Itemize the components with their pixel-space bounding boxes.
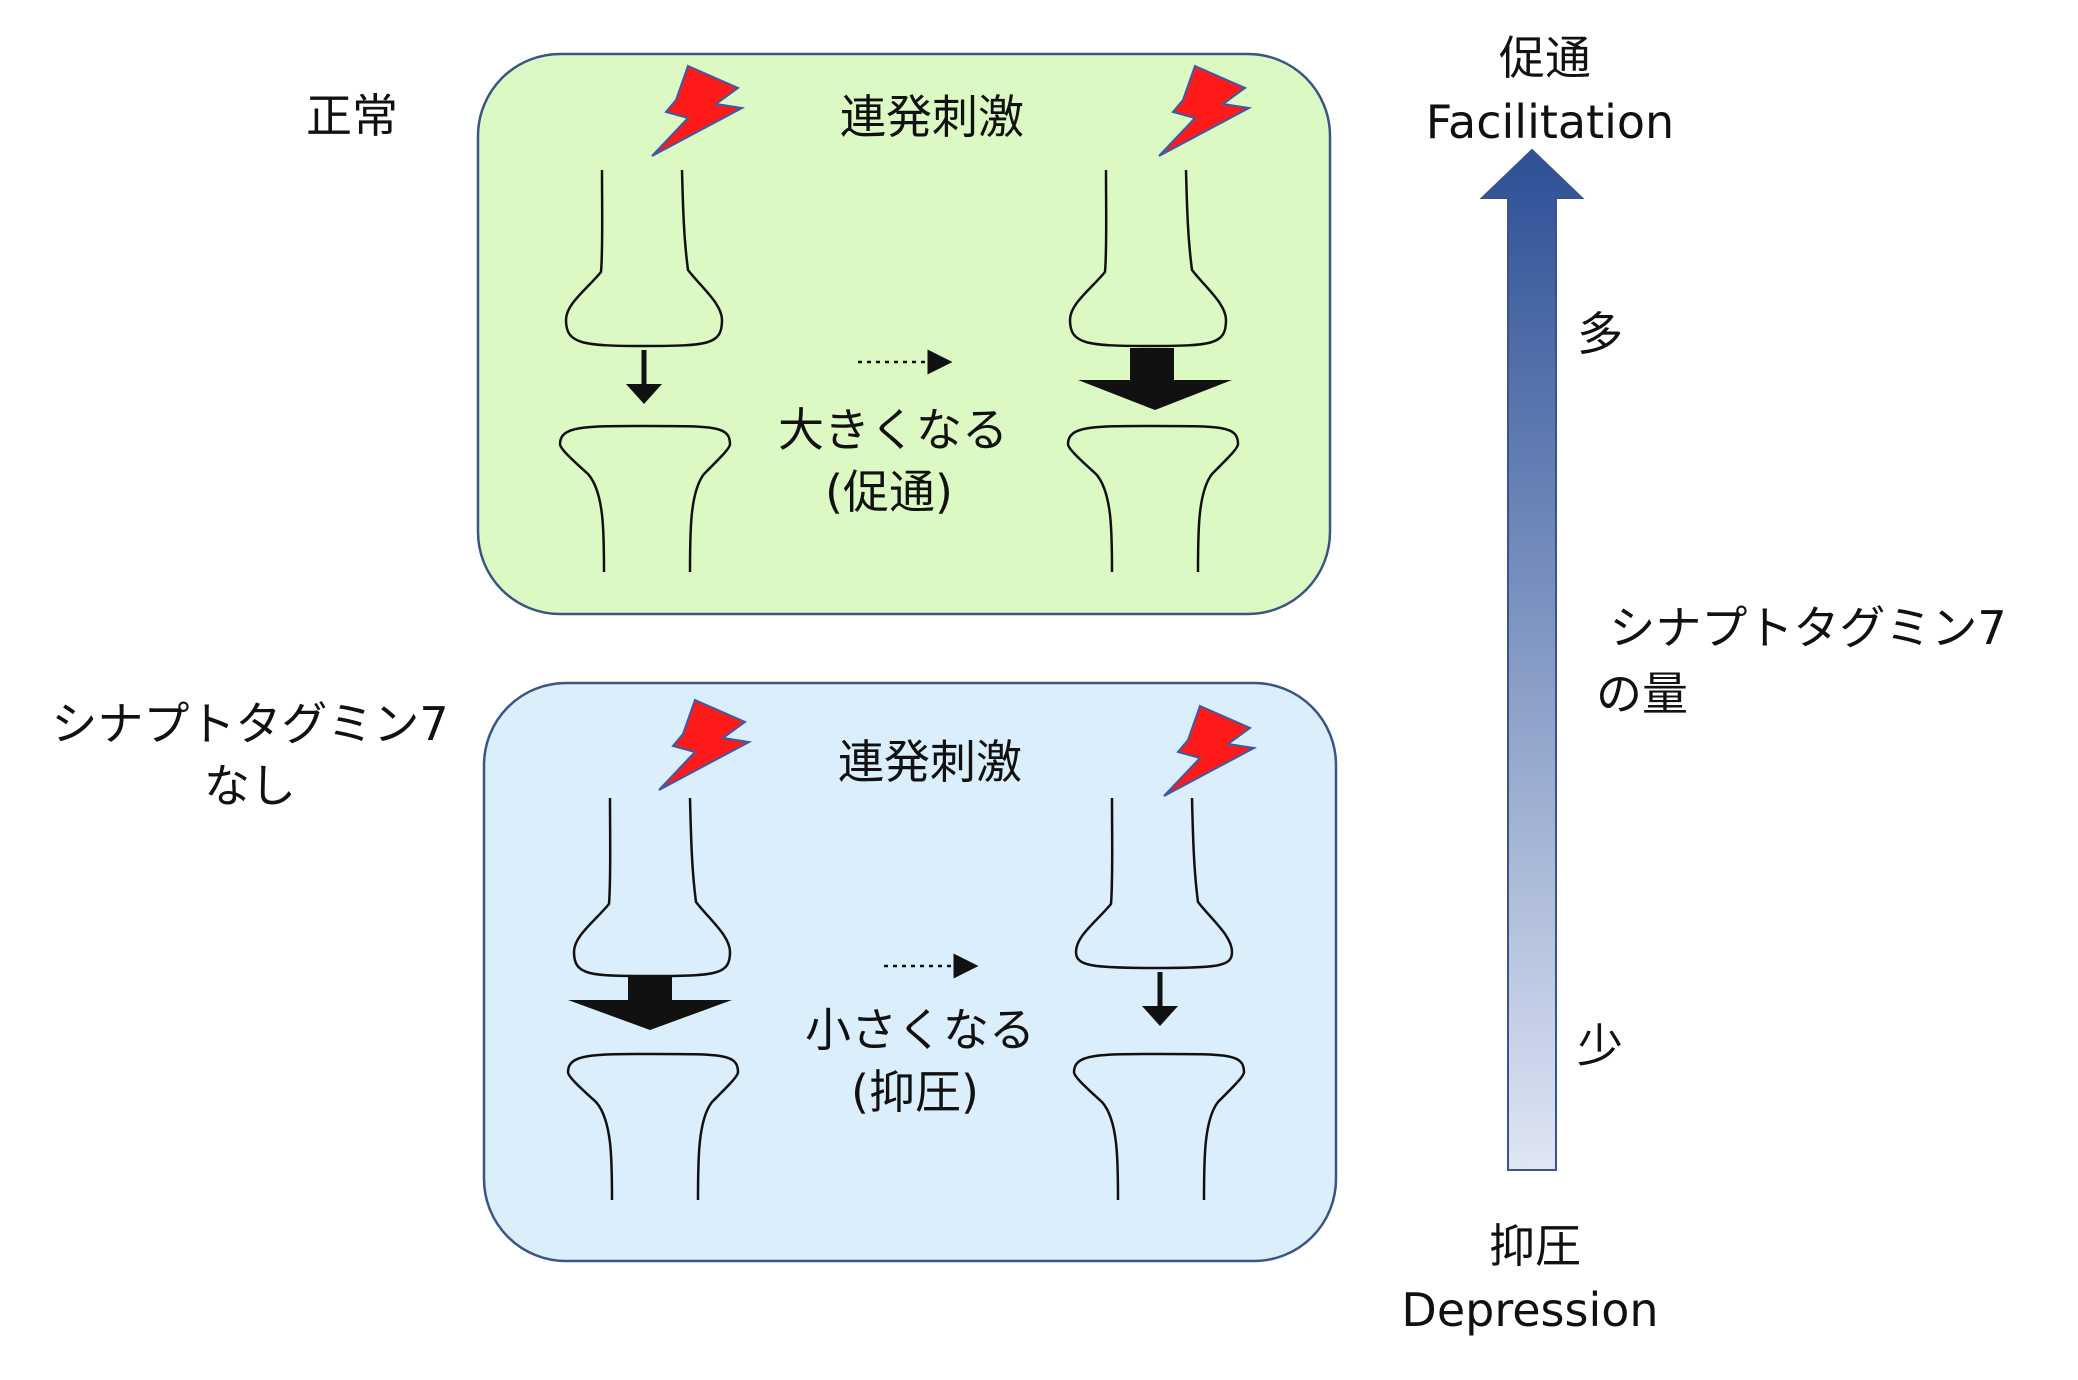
gradient-arrow xyxy=(1479,148,1585,1171)
lightning-bolt-icon xyxy=(658,698,753,791)
synaptotagmin-quantity-scale: 促通 Facilitation 多 シナプトタグミン7 の量 少 抑圧 Depr… xyxy=(1401,31,2006,1337)
row-label-normal: 正常 xyxy=(306,89,398,143)
scale-bottom-label: 抑圧 xyxy=(1489,1219,1581,1273)
lightning-bolt-icon xyxy=(651,64,746,157)
row-label-knockout-line1: シナプトタグミン7 xyxy=(51,697,448,751)
postsynaptic-terminal xyxy=(558,424,732,573)
panel-knockout-background xyxy=(482,681,1338,1263)
change-label-normal-line1: 大きくなる xyxy=(778,403,1008,457)
change-label-normal-line2: (促通) xyxy=(825,465,953,519)
presynaptic-terminal xyxy=(1074,797,1234,970)
scale-quantity-line1: シナプトタグミン7 xyxy=(1609,601,2006,655)
scale-low-label: 少 xyxy=(1577,1019,1623,1073)
postsynaptic-terminal xyxy=(1072,1052,1246,1201)
change-label-knockout-line1: 小さくなる xyxy=(805,1003,1035,1057)
row-label-knockout-line2: なし xyxy=(204,759,296,813)
scale-bottom-label-en: Depression xyxy=(1401,1283,1658,1337)
scale-top-label: 促通 xyxy=(1499,31,1591,85)
stimulus-label-normal: 連発刺激 xyxy=(840,90,1024,144)
release-arrow-large xyxy=(1078,348,1232,410)
presynaptic-terminal xyxy=(564,169,724,348)
release-arrow-small xyxy=(626,350,662,404)
change-label-knockout-line2: (抑圧) xyxy=(851,1065,979,1119)
postsynaptic-terminal xyxy=(1066,424,1240,573)
lightning-bolt-icon xyxy=(1158,64,1253,157)
scale-top-label-en: Facilitation xyxy=(1426,95,1674,149)
scale-high-label: 多 xyxy=(1577,307,1623,361)
lightning-bolt-icon xyxy=(1163,704,1258,797)
postsynaptic-terminal xyxy=(566,1052,740,1201)
panel-normal: 連発刺激 大きくなる (促通) xyxy=(476,52,1332,616)
release-arrow-large xyxy=(568,976,732,1030)
panel-knockout: 連発刺激 小さくなる (抑圧) xyxy=(482,681,1338,1263)
presynaptic-terminal xyxy=(1068,169,1228,348)
panel-normal-background xyxy=(476,52,1332,616)
release-arrow-small xyxy=(1142,972,1178,1026)
scale-quantity-line2: の量 xyxy=(1596,667,1688,721)
stimulus-label-knockout: 連発刺激 xyxy=(838,735,1022,789)
